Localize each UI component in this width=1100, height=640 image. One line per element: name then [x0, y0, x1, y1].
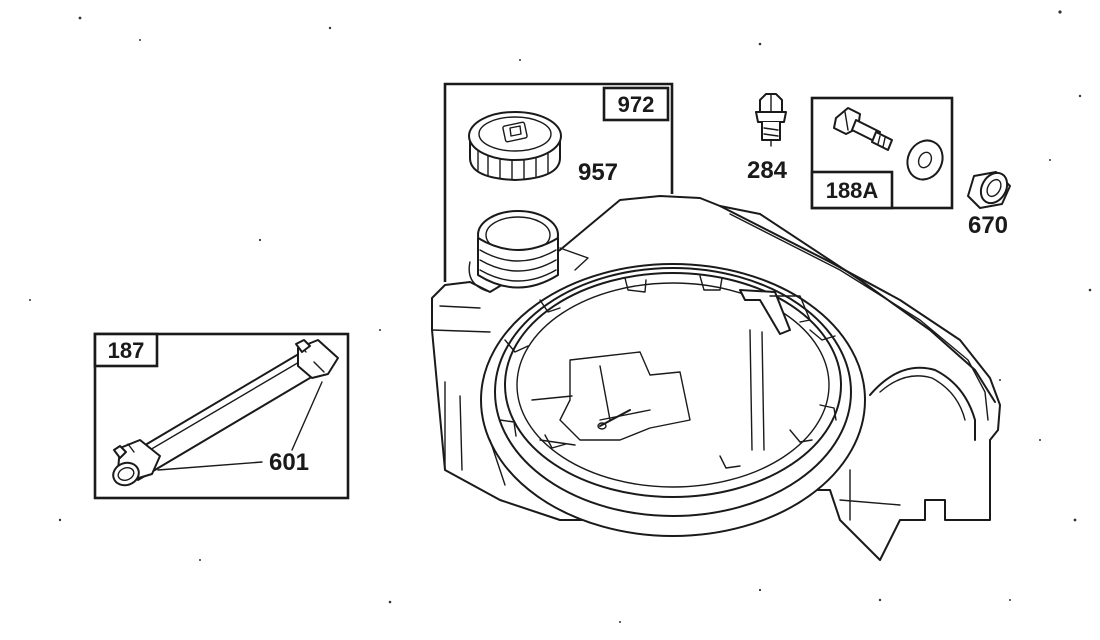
bolt-284-drawing	[755, 93, 787, 147]
fuel-tank-drawing	[431, 195, 1001, 561]
spacer-670-drawing	[967, 171, 1011, 209]
fuel-cap-957-drawing	[468, 111, 562, 181]
shoulder-bolt-drawing	[833, 107, 893, 151]
box-188A: 188A	[810, 96, 954, 210]
callout-670: 670	[968, 212, 1008, 239]
washer-drawing	[906, 139, 944, 181]
box-188A-label: 188A	[826, 178, 879, 203]
callout-957: 957	[578, 159, 618, 186]
scan-specks	[29, 10, 1092, 623]
box-972-label: 972	[618, 92, 655, 117]
box-187-label: 187	[108, 338, 145, 363]
fuel-line-drawing	[112, 339, 339, 487]
box-187: 187 601	[93, 332, 350, 500]
callout-284: 284	[747, 157, 788, 184]
leader-line-601-lower	[157, 461, 263, 471]
box-972: 972 957	[443, 82, 674, 282]
leader-line-601-upper	[291, 381, 323, 451]
callout-601: 601	[269, 449, 309, 476]
